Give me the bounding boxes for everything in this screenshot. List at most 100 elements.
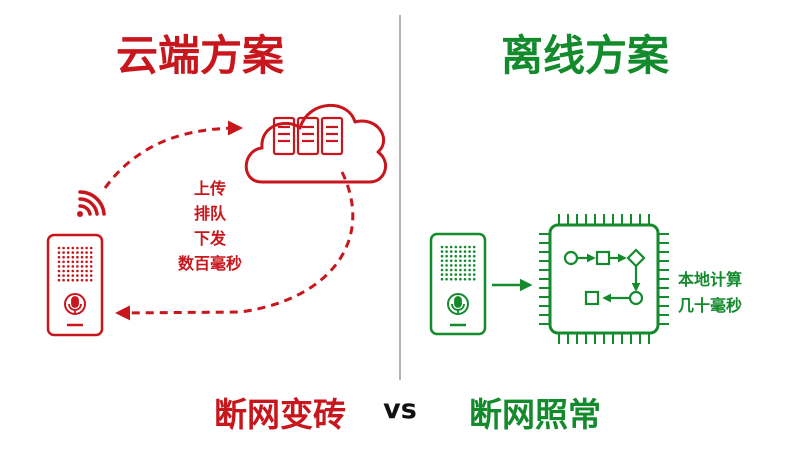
speaker-grille-dot (57, 260, 61, 264)
speaker-grille-dot (66, 260, 70, 264)
speaker-grille-dot (76, 260, 79, 264)
speaker-grille-dot (440, 264, 444, 267)
speaker-grille-dot (80, 260, 84, 264)
speaker-grille-dot (440, 268, 444, 272)
cloud-steps-list: 上传 排队 下发 数百毫秒 (160, 176, 260, 276)
speaker-grille-dot (454, 259, 458, 263)
speaker-grille-dot (440, 250, 444, 253)
speaker-grille-dot (76, 251, 79, 254)
speaker-grille-dot (463, 254, 467, 258)
speaker-device-icon (46, 233, 104, 337)
speaker-grille-dot (80, 269, 84, 273)
speaker-grille-dot (459, 268, 462, 272)
speaker-grille-dot (445, 273, 448, 276)
speaker-grille-dot (440, 254, 444, 258)
speaker-grille-dot (62, 278, 65, 282)
flow-chart-icon (563, 248, 646, 306)
speaker-grille-dot (66, 269, 70, 273)
speaker-grille-dot (66, 274, 70, 277)
server-rack-icon (272, 116, 344, 156)
speaker-grille-dot (454, 268, 458, 272)
speaker-grille-dot (468, 277, 471, 281)
speaker-grille-dot (71, 246, 75, 250)
speaker-grille-dot (449, 259, 453, 263)
speaker-grille-dot (71, 260, 75, 264)
speaker-grille-dot (468, 254, 471, 258)
speaker-grille-dot (454, 250, 458, 253)
speaker-grille-dot (85, 278, 88, 282)
speaker-grille-dot (89, 251, 93, 254)
speaker-grille-dot (85, 260, 88, 264)
speaker-grille-dot (76, 246, 79, 250)
speaker-grille-dot (468, 268, 471, 272)
speaker-device-icon (429, 232, 487, 336)
speaker-grille-dot (80, 274, 84, 277)
offline-result-label: 断网照常 (469, 395, 601, 434)
speaker-grille-dot (66, 251, 70, 254)
speaker-grille-dot (85, 255, 88, 259)
speaker-grille-dot (80, 246, 84, 250)
speaker-grille-dot (454, 254, 458, 258)
speaker-grille-dot (463, 264, 467, 267)
speaker-grille-dot (62, 251, 65, 254)
speaker-grille-dot (472, 264, 476, 267)
upload-dashed-arrow (103, 120, 243, 189)
speaker-grille-dot (459, 250, 462, 253)
speaker-grille-dot (62, 269, 65, 273)
speaker-grille-dot (459, 254, 462, 258)
cloud-icon (244, 104, 388, 184)
speaker-grille-dot (71, 269, 75, 273)
speaker-grille-dot (449, 277, 453, 281)
speaker-grille-dot (472, 268, 476, 272)
speaker-grille-dot (472, 277, 476, 281)
speaker-grille-dot (445, 254, 448, 258)
speaker-grille-dot (449, 264, 453, 267)
speaker-grille-dot (449, 273, 453, 276)
speaker-grille-dot (463, 273, 467, 276)
speaker-grille-dot (459, 264, 462, 267)
speaker-grille-dot (440, 277, 444, 281)
speaker-grille-dot (89, 246, 93, 250)
speaker-grille-dot (449, 268, 453, 272)
speaker-grille-dot (76, 269, 79, 273)
speaker-grille-dot (463, 268, 467, 272)
offline-solution-title: 离线方案 (500, 31, 669, 80)
speaker-grille-dot (445, 264, 448, 267)
speaker-grille-dot (449, 245, 453, 249)
speaker-grille-dot (89, 255, 93, 259)
cloud-step-upload: 上传 (193, 179, 226, 198)
speaker-grille-dot (71, 265, 75, 268)
versus-label: vs (383, 394, 417, 425)
speaker-grille-dot (71, 255, 75, 259)
speaker-grille-dot (468, 259, 471, 263)
speaker-grille-dot (62, 246, 65, 250)
speaker-grille-dot (57, 255, 61, 259)
speaker-grille-dot (80, 251, 84, 254)
speaker-grille-dot (57, 251, 61, 254)
speaker-grille-dot (449, 254, 453, 258)
speaker-grille-dot (459, 277, 462, 281)
wifi-signal-icon (77, 190, 106, 217)
speaker-grille-dot (468, 250, 471, 253)
speaker-grille-dot (468, 264, 471, 267)
speaker-grille-dot (459, 273, 462, 276)
speaker-grille-dot (454, 277, 458, 281)
speaker-grille-dot (463, 250, 467, 253)
speaker-grille-dot (80, 255, 84, 259)
speaker-grille-dot (468, 273, 471, 276)
speaker-grille-dot (454, 273, 458, 276)
speaker-grille-dot (66, 278, 70, 282)
speaker-grille-dot (76, 274, 79, 277)
speaker-grille-dot (57, 269, 61, 273)
microphone-icon (68, 296, 82, 313)
speaker-grille-dot (472, 250, 476, 253)
speaker-grille-dot (76, 255, 79, 259)
speaker-grille-dot (57, 278, 61, 282)
speaker-grille-dot (71, 278, 75, 282)
speaker-grille-dot (85, 251, 88, 254)
cloud-solution-title: 云端方案 (115, 31, 284, 80)
speaker-grille-dot (468, 245, 471, 249)
speaker-grille-dot (440, 245, 444, 249)
cloud-step-latency: 数百毫秒 (177, 254, 242, 273)
speaker-grille-dot (459, 259, 462, 263)
